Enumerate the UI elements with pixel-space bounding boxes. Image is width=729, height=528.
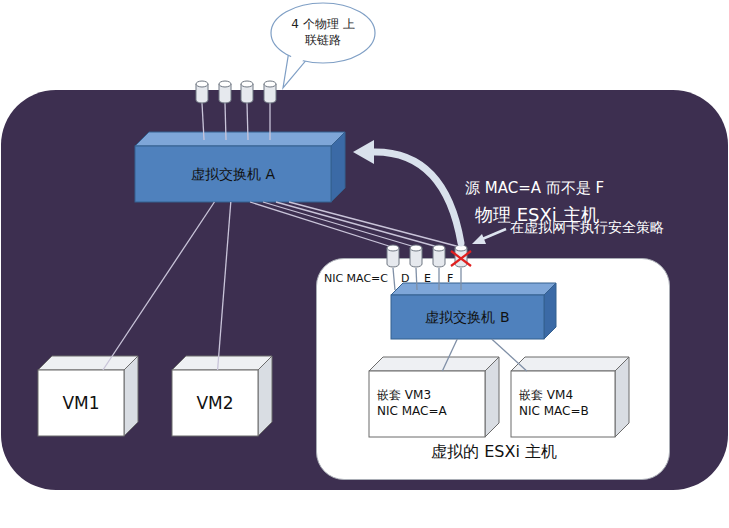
text-area: VM2: [172, 370, 258, 436]
box-front: [369, 371, 485, 437]
node-text: 4 个物理 上联链路: [290, 17, 356, 48]
node-text: 虚拟的 ESXi 主机: [317, 442, 671, 463]
uplink-wires: [202, 103, 270, 140]
text-area: VM1: [38, 370, 124, 436]
box-side: [124, 356, 138, 436]
box-front: [511, 371, 615, 437]
box-top: [391, 283, 556, 295]
nested-host-panel: 虚拟的 ESXi 主机虚拟交换机 B嵌套 VM3NIC MAC=A嵌套 VM4N…: [316, 258, 670, 480]
node-text: 虚拟交换机 A: [191, 165, 275, 183]
switch-box: 虚拟交换机 B: [391, 283, 556, 339]
annotation-label: E: [424, 272, 431, 285]
box-front: [135, 146, 331, 202]
annotation-label: F: [447, 272, 453, 285]
node-text: 虚拟交换机 B: [425, 308, 509, 326]
annotation-label: 在虚拟网卡执行安全策略: [510, 219, 664, 236]
text-area: 虚拟交换机 A: [135, 146, 331, 202]
nic-to-switch-b: [393, 268, 461, 290]
box-front: [38, 370, 124, 436]
node-text: 嵌套 VM3: [377, 388, 431, 404]
box-side: [615, 357, 629, 437]
text-area: 虚拟交换机 B: [391, 295, 544, 339]
text-area: 嵌套 VM4NIC MAC=B: [511, 371, 615, 437]
vm-box: 嵌套 VM3NIC MAC=A: [369, 357, 499, 437]
bubble-tail: [283, 50, 308, 88]
box-top: [172, 356, 272, 370]
blocked-mark: [451, 251, 471, 266]
box-side: [258, 356, 272, 436]
policy-pointer: [472, 229, 506, 244]
bubble-tail-join: [286, 52, 306, 82]
box-side: [331, 132, 345, 202]
text-area: 嵌套 VM3NIC MAC=A: [369, 371, 485, 437]
connector: [103, 202, 215, 370]
node-text: NIC MAC=B: [519, 404, 589, 420]
box-top: [135, 132, 345, 146]
node-text: NIC MAC=A: [377, 404, 447, 420]
annotation-label: 源 MAC=A 而不是 F: [465, 179, 604, 197]
title-area: 虚拟的 ESXi 主机: [317, 442, 671, 463]
node-text: VM2: [196, 392, 233, 414]
text-area: 4 个物理 上联链路: [270, 2, 376, 64]
box-top: [38, 356, 138, 370]
box-side: [485, 357, 499, 437]
nic-wires: [250, 202, 460, 247]
connector: [492, 339, 527, 371]
box-top: [511, 357, 629, 371]
vm-box: 嵌套 VM4NIC MAC=B: [511, 357, 629, 437]
box-side: [544, 283, 556, 339]
callout-bubble: 4 个物理 上联链路: [270, 2, 376, 64]
node-text: 嵌套 VM4: [519, 388, 573, 404]
annotation-label: D: [401, 272, 409, 285]
node-text: VM1: [62, 392, 99, 414]
connector: [442, 339, 457, 371]
uplink-ports: [196, 81, 276, 103]
annotation-label: NIC MAC=C: [324, 272, 388, 285]
switch-box: 虚拟交换机 A: [135, 132, 345, 202]
vm-box: VM2: [172, 356, 272, 436]
box-front: [391, 295, 544, 339]
bubble-body: [271, 3, 375, 63]
box-top: [369, 357, 499, 371]
box-front: [172, 370, 258, 436]
vm-box: VM1: [38, 356, 138, 436]
return-arrow: [353, 140, 461, 243]
connector: [218, 202, 231, 370]
